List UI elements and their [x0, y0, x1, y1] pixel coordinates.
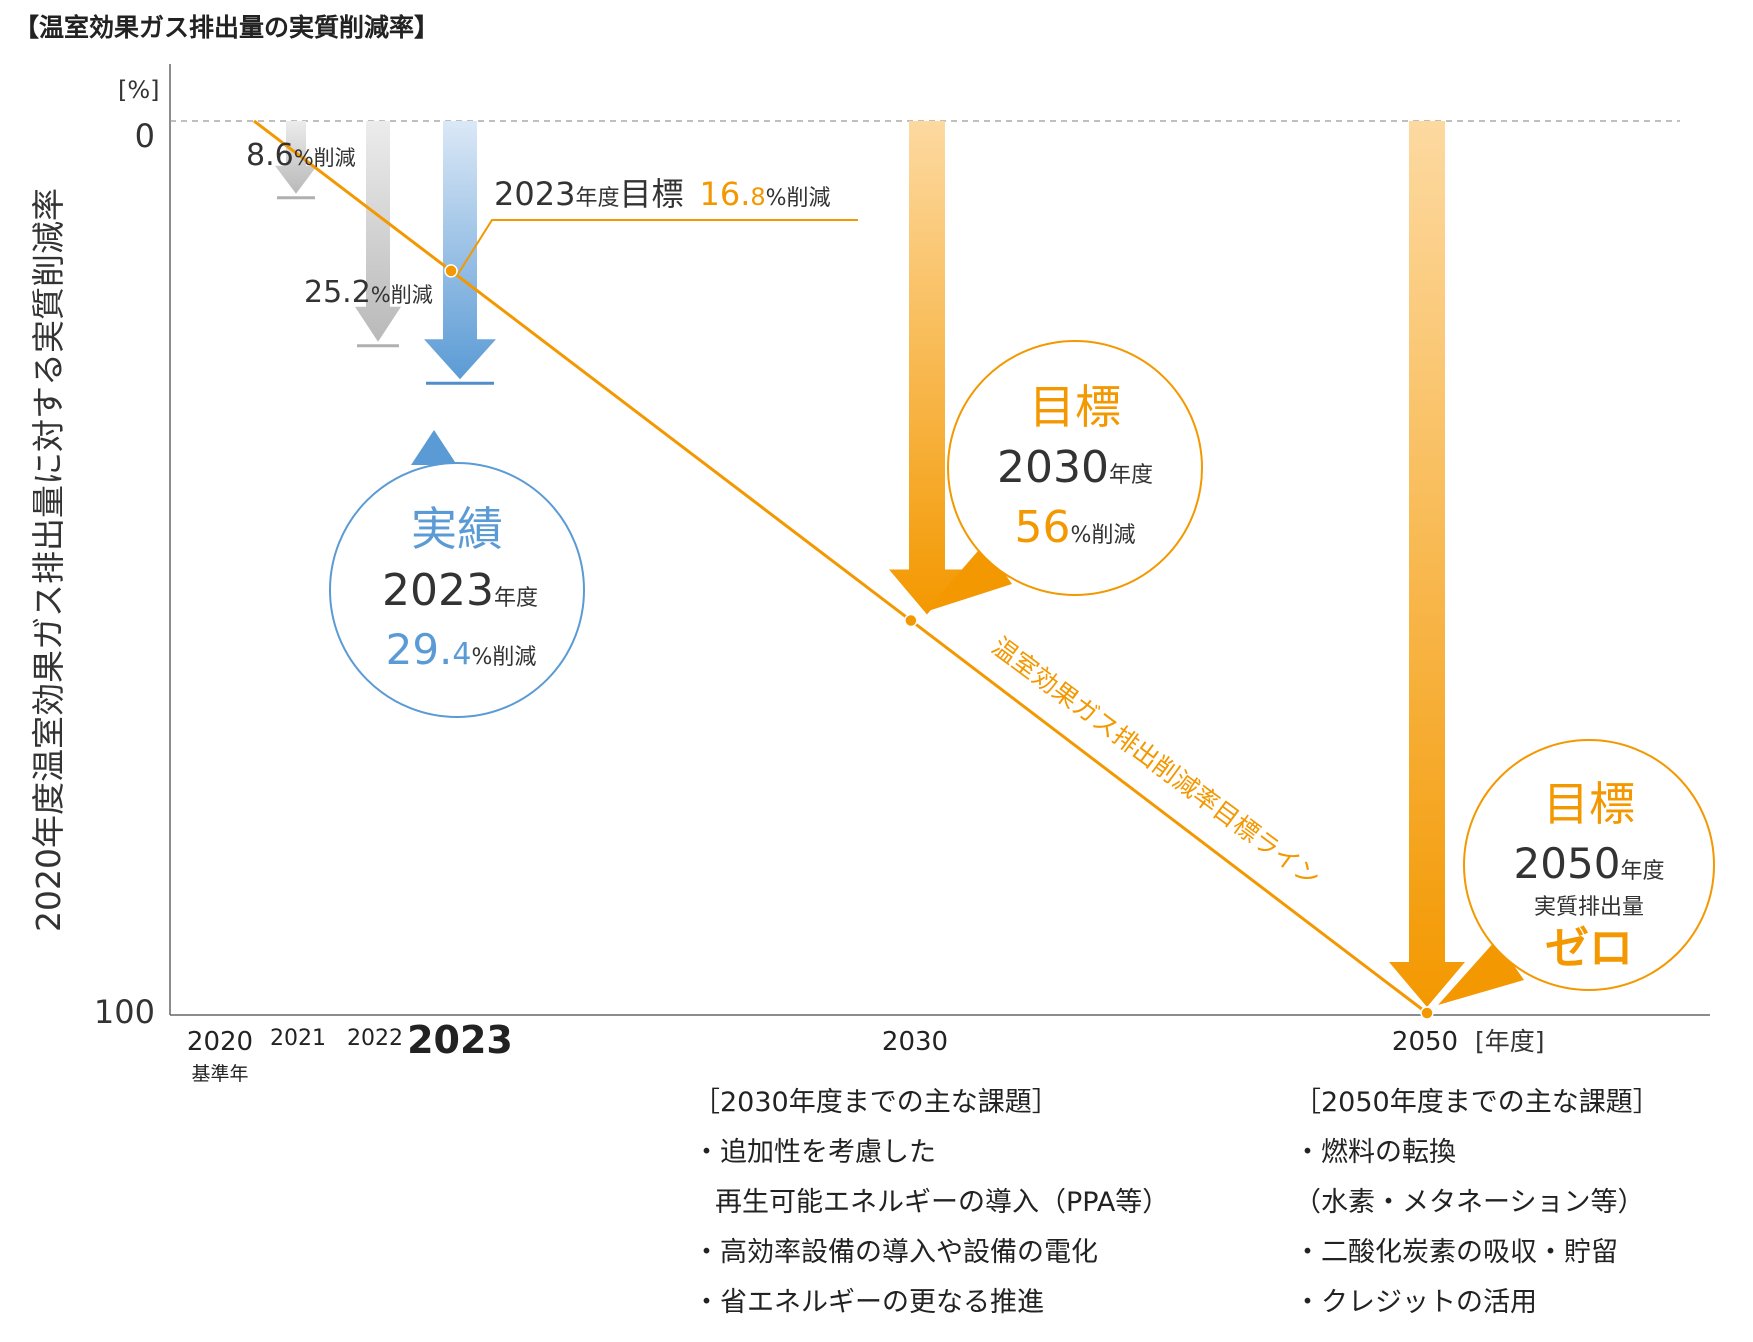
target-bar-2050	[1389, 121, 1465, 1007]
annotation-unit: %削減	[766, 186, 831, 211]
svg-text:2050年度: 2050年度	[1514, 839, 1665, 888]
annotation-leader-line	[457, 219, 858, 275]
annotation-2023-target: 2023年度目標 16.8%削減	[457, 175, 858, 275]
target-2050-bubble: 目標 2050年度 実質排出量 ゼロ	[1438, 739, 1715, 1005]
issues-2050: ［2050年度までの主な課題］ ・燃料の転換 （水素・メタネーション等） ・二酸…	[1294, 1078, 1660, 1328]
svg-text:56%削減: 56%削減	[1015, 502, 1136, 553]
x-tick-2022: 2022	[347, 1026, 403, 1051]
issues-2030-item: ・高効率設備の導入や設備の電化	[693, 1237, 1098, 1268]
x-tick-2030: 2030	[882, 1027, 948, 1057]
annotation-label: 目標	[619, 175, 683, 213]
annotation-year-suffix: 年度	[575, 186, 619, 211]
target-2050-value: ゼロ	[1545, 923, 1633, 974]
issues-2030-item: ・追加性を考慮した	[693, 1137, 936, 1168]
issues-2030-item: ・省エネルギーの更なる推進	[693, 1287, 1044, 1318]
issues-2050-item: ・クレジットの活用	[1294, 1287, 1537, 1318]
target-2030-value: 56	[1015, 502, 1071, 553]
annotation-num-int: 16.	[699, 175, 750, 213]
annotation-year: 2023	[494, 175, 575, 213]
x-tick-sub-2020: 基準年	[191, 1063, 248, 1085]
x-unit: [年度]	[1475, 1027, 1545, 1056]
svg-text:2023年度: 2023年度	[382, 565, 538, 616]
actual-bubble-title: 実績	[411, 502, 503, 556]
issues-2050-item: ・二酸化炭素の吸収・貯留	[1294, 1237, 1618, 1268]
target-line-label: 温室効果ガス排出削減率目標ライン	[986, 632, 1325, 893]
annotation-num-dec: 8	[750, 183, 765, 211]
target-2050-line: 実質排出量	[1534, 895, 1644, 920]
issues-2030: ［2030年度までの主な課題］ ・追加性を考慮した 再生可能エネルギーの導入（P…	[693, 1078, 1169, 1328]
actual-bubble: 実績 2023年度 29.4%削減	[329, 430, 585, 718]
svg-text:29.4%削減: 29.4%削減	[386, 625, 537, 674]
issues-2030-item: 再生可能エネルギーの導入（PPA等）	[715, 1187, 1170, 1218]
actual-bar-2022	[355, 121, 401, 348]
target-2030-bubble: 目標 2030年度 56%削減	[925, 340, 1203, 612]
x-tick-2021: 2021	[270, 1026, 326, 1051]
x-tick-2023: 2023	[407, 1018, 513, 1062]
target-2030-title: 目標	[1029, 380, 1121, 434]
issues-2030-heading: ［2030年度までの主な課題］	[693, 1087, 1059, 1118]
chart-title: 【温室効果ガス排出量の実質削減率】	[14, 13, 439, 42]
y-tick-100: 100	[94, 993, 155, 1031]
y-tick-0: 0	[135, 117, 155, 155]
x-tick-2020: 2020	[187, 1027, 253, 1057]
target-point-2023	[444, 264, 458, 278]
y-unit: [%]	[118, 76, 160, 104]
issues-2050-heading: ［2050年度までの主な課題］	[1294, 1087, 1660, 1118]
actual-bar-2021	[275, 121, 317, 200]
actual-bar-2023	[424, 121, 496, 385]
y-axis-label: 2020年度温室効果ガス排出量に対する実質削減率	[29, 188, 68, 932]
target-2030-year: 2030	[997, 442, 1109, 493]
x-tick-2050: 2050	[1392, 1027, 1458, 1057]
issues-2050-item: （水素・メタネーション等）	[1294, 1187, 1645, 1218]
actual-bubble-value: 29.	[386, 625, 453, 674]
target-2050-title: 目標	[1543, 777, 1635, 831]
target-point-2050	[1420, 1006, 1434, 1020]
target-2050-year: 2050	[1514, 839, 1621, 888]
issues-2050-item: ・燃料の転換	[1294, 1137, 1456, 1168]
target-bar-2030	[889, 121, 965, 615]
bar-label-2021: 8.6%削減	[246, 138, 356, 173]
svg-text:2030年度: 2030年度	[997, 442, 1153, 493]
bar-label-2022: 25.2%削減	[304, 275, 433, 310]
actual-bubble-year: 2023	[382, 565, 494, 616]
target-point-2030	[904, 613, 918, 628]
